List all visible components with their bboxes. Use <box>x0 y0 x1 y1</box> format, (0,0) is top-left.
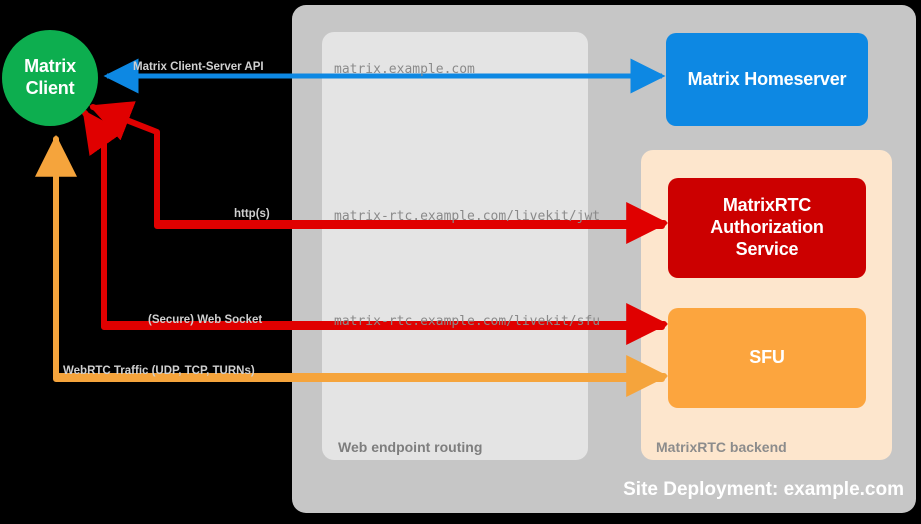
endpoint-url-livekit-sfu: matrix-rtc.example.com/livekit/sfu <box>334 314 601 329</box>
sfu-label: SFU <box>749 347 785 368</box>
caption-matrixrtc-backend: MatrixRTC backend <box>656 439 787 455</box>
auth-label-line-1: MatrixRTC <box>722 195 812 216</box>
edge-label-webrtc-traffic: WebRTC Traffic (UDP, TCP, TURNs) <box>63 365 255 377</box>
caption-site-deployment: Site Deployment: example.com <box>623 479 904 500</box>
endpoint-url-livekit-jwt: matrix-rtc.example.com/livekit/jwt <box>334 209 601 224</box>
client-label-line-2: Client <box>25 78 75 98</box>
matrix-homeserver-label: Matrix Homeserver <box>687 68 847 89</box>
auth-label-line-3: Service <box>735 238 799 259</box>
matrixrtc-authorization-service-label: MatrixRTC Authorization Service <box>668 195 866 261</box>
edge-label-matrix-client-server-api: Matrix Client-Server API <box>133 61 264 73</box>
web-endpoint-routing-container <box>322 32 588 460</box>
caption-web-endpoint-routing: Web endpoint routing <box>338 439 483 455</box>
matrixrtc-authorization-service-node[interactable]: MatrixRTC Authorization Service <box>668 178 866 278</box>
matrix-client-node[interactable]: Matrix Client <box>2 30 98 126</box>
sfu-node[interactable]: SFU <box>668 308 866 408</box>
edge-label-https: http(s) <box>234 208 270 220</box>
endpoint-url-homeserver: matrix.example.com <box>334 62 475 77</box>
edge-label-secure-web-socket: (Secure) Web Socket <box>148 314 263 326</box>
matrix-client-label: Matrix Client <box>24 56 76 99</box>
client-label-line-1: Matrix <box>24 56 76 77</box>
matrix-homeserver-node[interactable]: Matrix Homeserver <box>666 33 868 126</box>
auth-label-line-2: Authorization <box>710 217 824 238</box>
